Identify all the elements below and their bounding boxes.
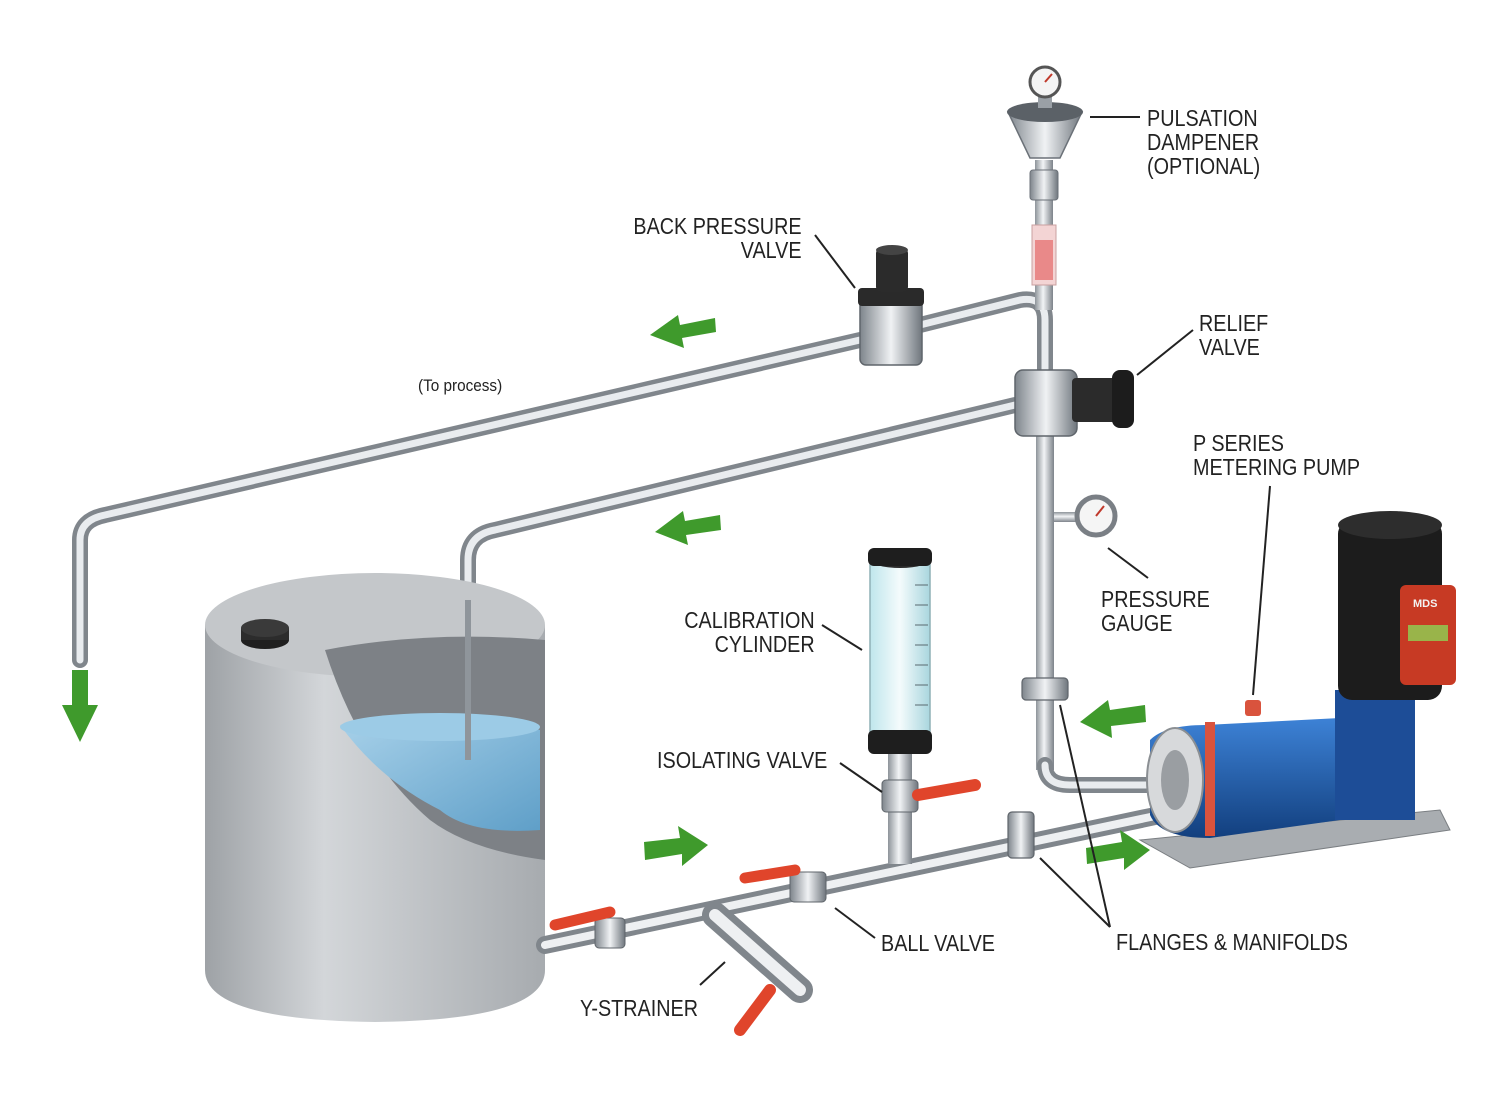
relief-valve (1014, 369, 1134, 437)
label-ball-valve: BALL VALVE (881, 930, 995, 956)
calibration-cylinder (868, 548, 932, 754)
label-to-process: (To process) (418, 376, 503, 395)
pulsation-dampener (1006, 65, 1084, 310)
arrow-suction (644, 826, 708, 866)
metering-pump (1138, 511, 1456, 869)
label-calibration-cylinder: CALIBRATION CYLINDER (684, 607, 815, 657)
suction-line (536, 806, 1169, 954)
pressure-gauge (1054, 494, 1118, 538)
arrow-to-process (650, 315, 716, 348)
discharge-riser-pipe (1021, 420, 1168, 793)
label-pressure-gauge: PRESSURE GAUGE (1101, 586, 1210, 636)
relief-return-pipe (460, 397, 1023, 608)
arrow-discharge (1080, 700, 1146, 738)
label-flanges-manifolds: FLANGES & MANIFOLDS (1116, 929, 1348, 955)
label-back-pressure-valve: BACK PRESSURE VALVE (633, 213, 802, 263)
label-pulsation-dampener: PULSATION DAMPENER (OPTIONAL) (1147, 105, 1261, 179)
back-pressure-valve (858, 245, 924, 366)
flow-arrows (62, 315, 1150, 870)
label-p-series-metering-pump: P SERIES METERING PUMP (1193, 430, 1361, 480)
arrow-return-tank (655, 511, 721, 545)
y-strainer (702, 902, 813, 1036)
pump-brand-logo: MDS (1413, 598, 1438, 610)
arrow-to-pump (1086, 830, 1150, 870)
storage-tank (205, 573, 545, 1022)
ball-valve-mid (739, 864, 827, 903)
label-isolating-valve: ISOLATING VALVE (657, 747, 828, 773)
arrow-down-process (62, 670, 98, 742)
label-y-strainer: Y-STRAINER (580, 995, 698, 1021)
label-relief-valve: RELIEF VALVE (1199, 310, 1269, 360)
leader-lines (699, 116, 1271, 986)
isolating-valve (881, 754, 981, 864)
ball-valve-tank-outlet (549, 906, 626, 949)
